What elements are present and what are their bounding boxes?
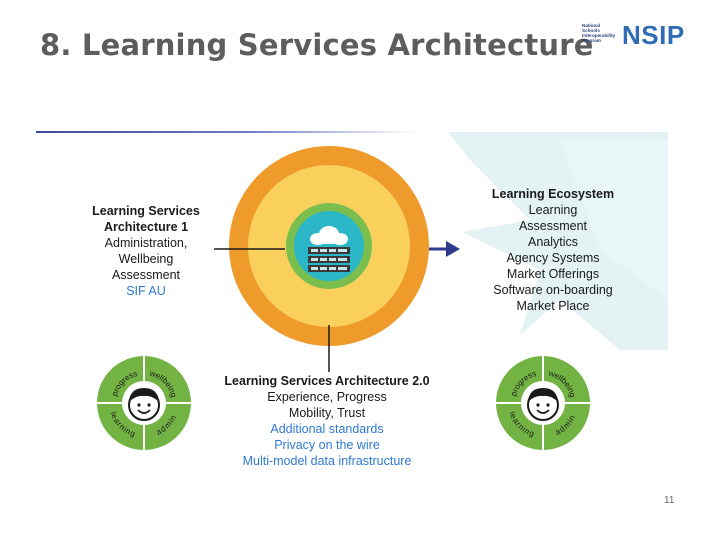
- lsa1-heading-line-1: Learning Services: [92, 204, 200, 218]
- persona-wheel-left: progress wellbeing admin learning: [97, 356, 191, 450]
- lsa1-item: Wellbeing: [118, 252, 174, 266]
- lsa1-heading-line-2: Architecture 1: [103, 220, 189, 234]
- smiley-face-icon: [527, 388, 559, 421]
- concentric-rings: [229, 146, 429, 346]
- persona-wheel-right: progress wellbeing admin learning: [496, 356, 590, 450]
- ecosystem-label: Learning Ecosystem Learning Assessment A…: [478, 186, 628, 314]
- lsa2-highlight: Additional standards: [270, 422, 384, 436]
- arrow-icon: [429, 241, 460, 257]
- lsa1-label: Learning Services Architecture 1 Adminis…: [84, 203, 208, 299]
- lsa2-heading: Learning Services Architecture 2.0: [224, 374, 430, 388]
- logo-wordmark: NSIP: [622, 20, 685, 50]
- ecosystem-heading: Learning Ecosystem: [491, 187, 615, 201]
- logo-line-2: Schools: [582, 28, 600, 33]
- ecosystem-item: Market Place: [516, 299, 590, 313]
- logo-line-3: Interoperability: [582, 33, 616, 38]
- cloud-server-icon: [308, 226, 350, 272]
- ecosystem-item: Software on-boarding: [493, 283, 613, 297]
- lsa2-highlight: Privacy on the wire: [274, 438, 380, 452]
- lsa1-item: Assessment: [111, 268, 181, 282]
- title-divider: [36, 131, 416, 133]
- core-circle: [294, 211, 364, 281]
- ecosystem-item: Learning: [528, 203, 578, 217]
- lsa1-item: Administration,: [104, 236, 188, 250]
- ecosystem-item: Agency Systems: [506, 251, 600, 265]
- logo-line-1: National: [582, 23, 601, 28]
- logo-line-4: Program: [582, 38, 601, 43]
- lsa2-item: Experience, Progress: [267, 390, 387, 404]
- ecosystem-item: Assessment: [518, 219, 588, 233]
- slide-title: 8. Learning Services Architecture: [40, 28, 594, 62]
- ecosystem-item: Market Offerings: [506, 267, 600, 281]
- lsa2-highlight: Multi-model data infrastructure: [242, 454, 412, 468]
- lsa1-highlight: SIF AU: [126, 284, 166, 298]
- ecosystem-item: Analytics: [527, 235, 579, 249]
- smiley-face-icon: [128, 388, 160, 421]
- lsa2-label: Learning Services Architecture 2.0 Exper…: [212, 373, 442, 469]
- logo-subtext: National Schools Interoperability Progra…: [582, 23, 622, 43]
- decorative-star-background: [448, 132, 668, 350]
- nsip-logo: National Schools Interoperability Progra…: [582, 20, 702, 50]
- page-number: 11: [664, 495, 675, 506]
- lsa2-item: Mobility, Trust: [288, 406, 366, 420]
